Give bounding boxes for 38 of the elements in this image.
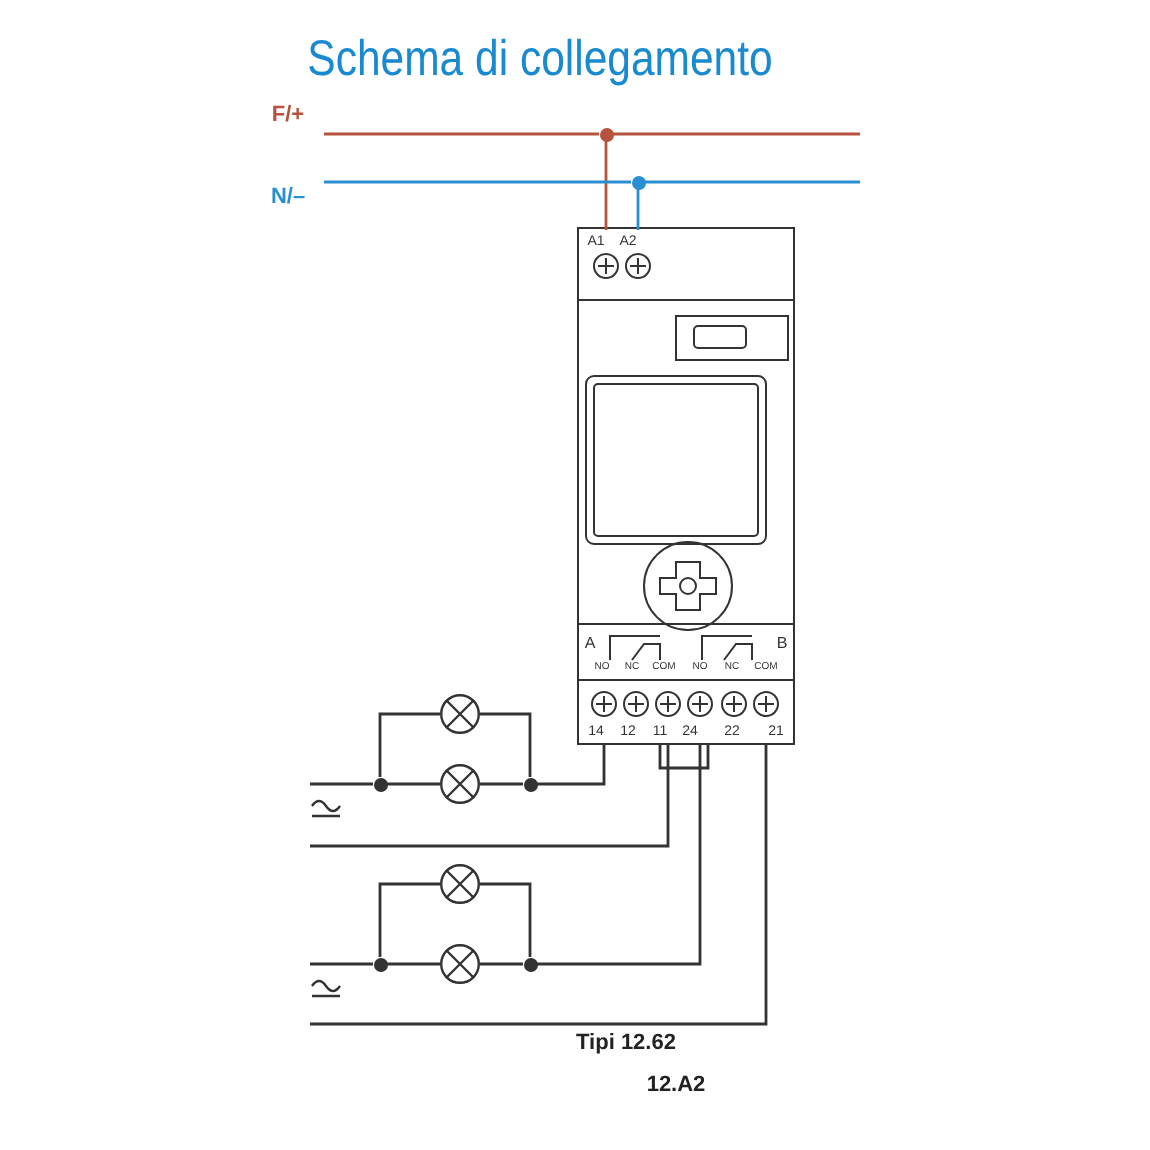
- wire: [310, 782, 373, 786]
- wire: [324, 132, 599, 136]
- wire: [310, 744, 768, 1026]
- wire: [324, 180, 631, 184]
- wire: [480, 782, 523, 786]
- wire: [480, 712, 532, 777]
- junction-dot: [523, 777, 537, 791]
- contact-label: A: [584, 636, 596, 652]
- wire: [378, 712, 440, 777]
- wire: [604, 141, 608, 230]
- supply-label: N/–: [270, 187, 306, 209]
- wire: [378, 882, 440, 957]
- wire: [480, 962, 523, 966]
- wire: [310, 962, 373, 966]
- type-note: 12.A2: [646, 1075, 706, 1097]
- wire: [645, 180, 860, 184]
- supply-label: F/+: [271, 105, 305, 127]
- diagram-title: Schema di collegamento: [307, 35, 773, 85]
- wire: [613, 132, 860, 136]
- wire: [480, 882, 532, 957]
- type-note: Tipi 12.62: [576, 1033, 676, 1055]
- junction-dot: [631, 175, 645, 189]
- junction-dot: [373, 777, 387, 791]
- lamp-symbol: [440, 864, 480, 904]
- lamp-symbol: [440, 764, 480, 804]
- wire: [387, 962, 440, 966]
- wire: [537, 744, 702, 966]
- wire: [636, 189, 640, 230]
- junction-dot: [599, 127, 613, 141]
- junction-dot: [523, 957, 537, 971]
- wire: [658, 744, 710, 770]
- wire: [310, 744, 670, 848]
- lamp-symbol: [440, 694, 480, 734]
- wire: [537, 744, 606, 786]
- junction-dot: [373, 957, 387, 971]
- contact-label: B: [776, 636, 788, 652]
- wire: [387, 782, 440, 786]
- lamp-symbol: [440, 944, 480, 984]
